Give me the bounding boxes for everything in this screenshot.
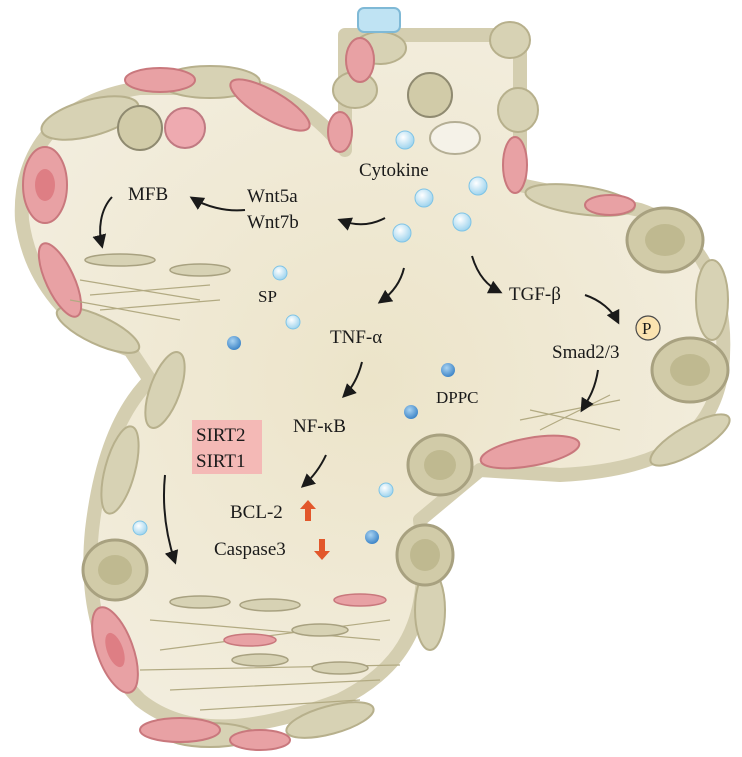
label-p: P	[642, 319, 651, 338]
dppc-droplets	[227, 336, 455, 544]
pink-nuclei	[35, 169, 125, 668]
label-sp: SP	[258, 287, 277, 306]
arrow-nfkb-bcl	[300, 454, 327, 488]
arrow-smad-down	[580, 369, 599, 413]
label-tnf: TNF-α	[330, 327, 382, 348]
macrophages	[117, 72, 481, 155]
sirt-box	[192, 420, 262, 474]
arrow-cytokine-tnf	[377, 267, 405, 304]
pink-fibroblasts	[223, 593, 387, 647]
type2-nuclei	[98, 224, 710, 585]
arrow-tgf-p	[584, 294, 620, 325]
fibroblasts	[84, 253, 369, 675]
arrow-sirt-down	[163, 474, 179, 565]
arrow-up-icon	[300, 500, 316, 521]
arrow-mfb-down	[92, 196, 113, 249]
cytokine-droplets	[392, 130, 488, 243]
arrow-cytokine-wnt	[337, 217, 386, 231]
label-sirt2: SIRT2	[196, 425, 246, 446]
arrow-tnf-nfkb	[342, 361, 363, 398]
arrow-wnt-mfb	[189, 196, 246, 212]
fibers	[69, 279, 621, 711]
label-smad: Smad2/3	[552, 342, 620, 363]
label-tgf: TGF-β	[509, 284, 561, 305]
label-dppc: DPPC	[436, 388, 479, 407]
phosphate-icon	[635, 315, 661, 341]
pink-cells	[22, 37, 636, 751]
sp-droplets	[132, 265, 394, 536]
label-wnt7b: Wnt7b	[247, 212, 299, 233]
ciliated-cell	[357, 7, 401, 33]
label-bcl2: BCL-2	[230, 502, 283, 523]
label-cytokine: Cytokine	[359, 160, 429, 181]
label-sirt1: SIRT1	[196, 451, 246, 472]
arrow-down-icon	[314, 539, 330, 560]
label-caspase3: Caspase3	[214, 539, 286, 560]
label-nfkb: NF-κB	[293, 416, 346, 437]
label-mfb: MFB	[128, 184, 168, 205]
pathway-arrows	[92, 196, 620, 565]
arrow-cytokine-tgf	[471, 255, 503, 294]
label-wnt5a: Wnt5a	[247, 186, 298, 207]
